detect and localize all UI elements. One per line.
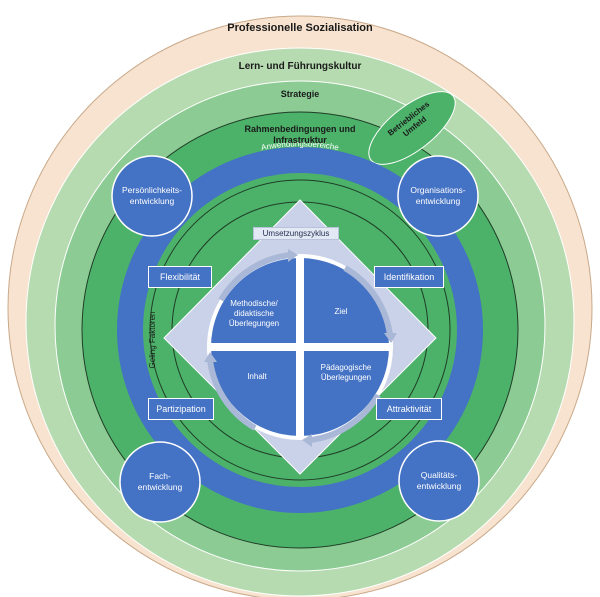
cycle-arrow-bottom <box>309 393 381 443</box>
cycle-arrowhead-bottom <box>302 434 312 447</box>
quadrant-label-inhalt: Inhalt <box>247 372 267 381</box>
label-fachentwicklung: Fach- entwicklung <box>137 471 183 492</box>
label-qualitaetsentwicklung: Qualitäts- entwicklung <box>416 470 462 491</box>
circle-qualitaet <box>398 440 480 522</box>
label-persoenlichkeitsentwicklung: Persönlichkeits- entwicklung <box>122 185 182 206</box>
circle-fach <box>119 441 201 523</box>
cycle-arrowhead-top <box>288 249 298 262</box>
quadrant-top-left <box>211 258 300 347</box>
box-flexibilitaet-label: Flexibilität <box>159 272 200 282</box>
quadrant-label-paedagogisch: Pädagogische Überlegungen <box>320 363 372 382</box>
box-attraktivitaet-label: Attraktivität <box>386 404 432 414</box>
label-lern-fuehrungskultur: Lern- und Führungskultur <box>238 61 362 72</box>
ellipse-betriebliches-umfeld <box>368 91 456 165</box>
circle-organisation <box>397 155 479 237</box>
circle-persoenlichkeit <box>111 155 193 237</box>
cross-horizontal <box>209 343 391 351</box>
box-partizipation: Partizipation <box>148 398 214 420</box>
cycle-arrow-left <box>207 359 257 431</box>
quadrant-label-ziel: Ziel <box>334 307 348 316</box>
ring-inner-outline <box>149 179 451 481</box>
ring-anwendungsbereiche <box>117 147 483 513</box>
quadrant-top-right <box>300 258 389 347</box>
cycle-arrowhead-left <box>204 352 217 362</box>
quadrant-label-methodisch: Methodische/ didaktische Überlegungen <box>228 299 280 328</box>
box-attraktivitaet: Attraktivität <box>376 398 442 420</box>
label-anwendungsbereiche: Anwendungsbereiche <box>260 139 340 152</box>
label-strategie: Strategie <box>280 89 320 99</box>
quadrant-bottom-right <box>300 347 389 436</box>
label-geling-faktoren: Geling Faktoren <box>148 312 157 369</box>
box-flexibilitaet: Flexibilität <box>148 266 212 288</box>
label-professionelle-sozialisation: Professionelle Sozialisation <box>227 22 373 34</box>
cycle-arrow-right <box>343 265 393 336</box>
label-anwendungsbereiche-path: Anwendungsbereiche <box>260 139 340 152</box>
box-identifikation: Identifikation <box>374 266 444 288</box>
box-partizipation-label: Partizipation <box>156 404 206 414</box>
cycle-arrow-top <box>218 252 291 302</box>
label-umsetzungszyklus: Umsetzungszyklus <box>253 227 339 240</box>
box-identifikation-label: Identifikation <box>383 272 435 282</box>
label-organisationsentwicklung: Organisations- entwicklung <box>410 185 466 206</box>
quadrant-bottom-left <box>211 347 300 436</box>
label-rahmenbedingungen: Rahmenbedingungen und Infrastruktur <box>244 124 356 145</box>
cycle-arrowhead-right <box>384 333 397 343</box>
